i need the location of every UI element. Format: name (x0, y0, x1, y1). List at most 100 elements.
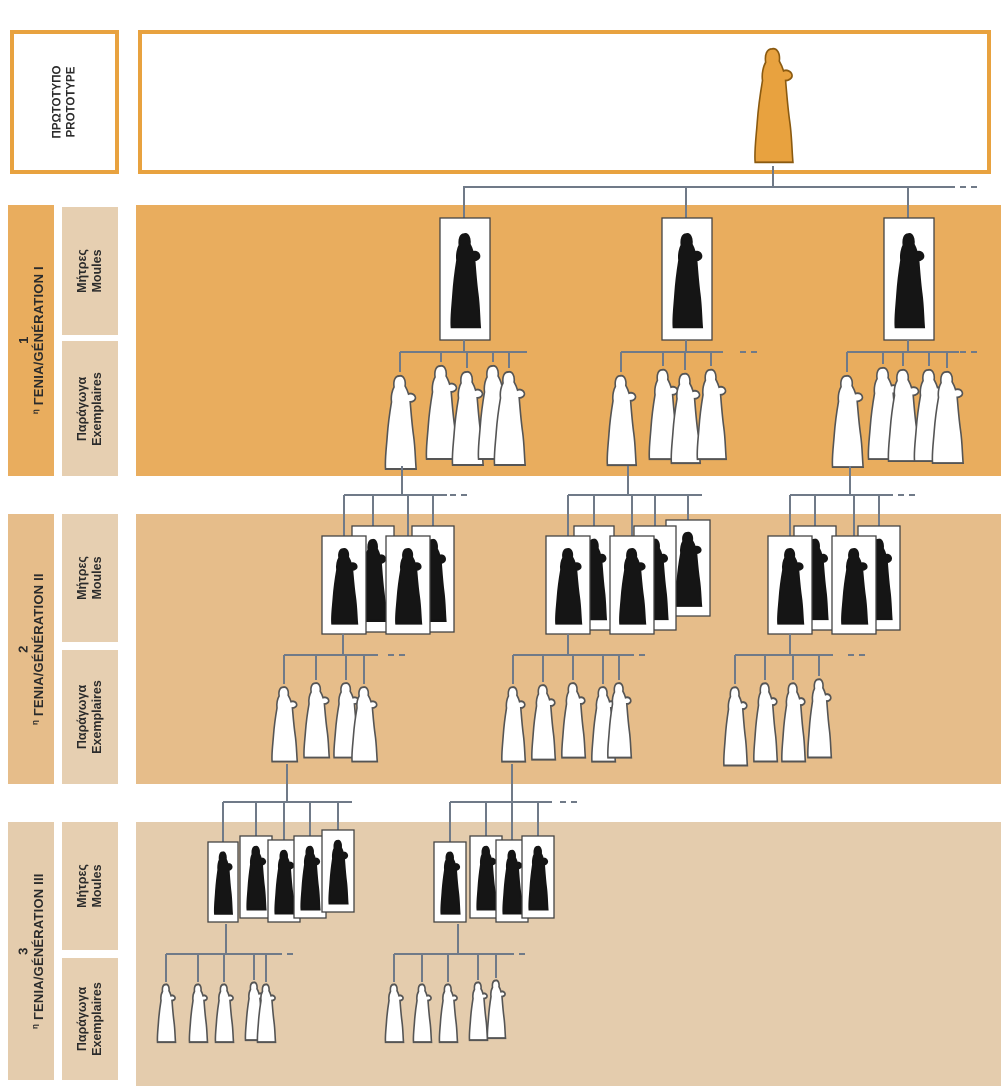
statuette-silhouette-icon (438, 983, 459, 1044)
generation-1-title-bar (8, 205, 54, 476)
mould-silhouette-icon (331, 548, 359, 625)
prototype-label-greek: ΠΡΩΤΟΤΥΠΟ (51, 65, 64, 138)
statuette-silhouette-icon (256, 983, 277, 1044)
statuette-silhouette-icon-shape (412, 983, 433, 1044)
statuette-silhouette-icon-shape (606, 374, 638, 467)
mould-silhouette-icon (841, 548, 869, 625)
mould-silhouette-icon (894, 233, 926, 329)
prototype-label: ΠΡΩΤΟΤΥΠΟ PROTOTYPE (10, 30, 119, 173)
statuette-silhouette-icon (188, 983, 209, 1044)
generation-1-moulds-box (62, 207, 118, 335)
statuette-silhouette-icon-shape (752, 682, 779, 763)
prototype-label-english: PROTOTYPE (65, 66, 78, 137)
statuette-silhouette-icon-shape (351, 686, 379, 763)
mould-silhouette-icon-shape (450, 233, 482, 329)
statuette-silhouette-icon-shape (831, 374, 865, 468)
statuette-silhouette-icon-shape (156, 983, 177, 1044)
mould-silhouette-icon (619, 548, 647, 625)
mould-silhouette-icon-shape (213, 851, 234, 915)
statuette-silhouette-icon (606, 374, 638, 467)
mould-silhouette-icon-shape (528, 845, 549, 911)
statuette-silhouette-icon (486, 979, 507, 1040)
statuette-silhouette-icon-shape (384, 374, 418, 470)
statuette-silhouette-icon (156, 983, 177, 1044)
mould-silhouette-icon-shape (328, 839, 349, 905)
mould-silhouette-icon (555, 548, 583, 625)
mould-silhouette-icon (274, 849, 295, 915)
generation-3-copies-box (62, 958, 118, 1080)
statuette-silhouette-icon (752, 682, 779, 763)
mould-silhouette-icon-shape (246, 845, 267, 911)
mould-silhouette-icon-shape (675, 531, 703, 607)
statuette-silhouette-icon-shape (931, 370, 965, 464)
statuette-silhouette-icon-shape (271, 686, 299, 763)
generation-3-moulds-box (62, 822, 118, 950)
mould-silhouette-icon (675, 531, 703, 607)
mould-silhouette-icon-shape (894, 233, 926, 329)
statuette-silhouette-icon (303, 682, 331, 759)
mould-silhouette-icon-shape (619, 548, 647, 625)
statuette-silhouette-icon (351, 686, 379, 763)
statuette-silhouette-icon-shape (384, 983, 405, 1044)
statuette-silhouette-icon (722, 686, 749, 767)
statuette-silhouette-icon-shape (493, 370, 527, 466)
mould-silhouette-icon (440, 851, 461, 915)
statuette-silhouette-icon (468, 981, 489, 1042)
generation-3-title-bar (8, 822, 54, 1080)
mould-silhouette-icon (777, 548, 805, 625)
statuette-silhouette-icon (696, 368, 728, 461)
statuette-silhouette-icon (530, 684, 557, 761)
statuette-silhouette-icon-shape (303, 682, 331, 759)
mould-silhouette-icon-shape (777, 548, 805, 625)
statuette-silhouette-icon (560, 682, 587, 759)
statuette-silhouette-icon-shape (500, 686, 527, 763)
statuette-silhouette-icon-shape (606, 682, 633, 759)
statuette-silhouette-icon-shape (468, 981, 489, 1042)
statuette-silhouette-icon-shape (722, 686, 749, 767)
statuette-silhouette-icon (384, 983, 405, 1044)
statuette-silhouette-icon (670, 372, 702, 465)
statuette-silhouette-icon (493, 370, 527, 466)
mould-silhouette-icon (476, 845, 497, 911)
statuette-silhouette-icon (271, 686, 299, 763)
statuette-silhouette-icon-shape (188, 983, 209, 1044)
mould-silhouette-icon (246, 845, 267, 911)
generation-2-moulds-box (62, 514, 118, 642)
statuette-silhouette-icon-shape (530, 684, 557, 761)
statuette-silhouette-icon (500, 686, 527, 763)
generation-2-copies-box (62, 650, 118, 784)
mould-silhouette-icon (213, 851, 234, 915)
mould-silhouette-icon-shape (476, 845, 497, 911)
mould-silhouette-icon-shape (555, 548, 583, 625)
statuette-silhouette-icon (831, 374, 865, 468)
mould-silhouette-icon-shape (502, 849, 523, 915)
statuette-silhouette-icon (606, 682, 633, 759)
mould-silhouette-icon-shape (331, 548, 359, 625)
statuette-silhouette-icon-shape (806, 678, 833, 759)
statuette-silhouette-icon-shape (780, 682, 807, 763)
statuette-silhouette-icon-shape (696, 368, 728, 461)
statuette-silhouette-icon-shape (486, 979, 507, 1040)
prototype-statue-icon (754, 47, 794, 164)
mould-silhouette-icon-shape (440, 851, 461, 915)
mould-silhouette-icon-shape (841, 548, 869, 625)
statuette-silhouette-icon-shape (438, 983, 459, 1044)
prototype-label-box (10, 30, 119, 174)
statuette-silhouette-icon-shape (256, 983, 277, 1044)
mould-silhouette-icon (672, 233, 704, 329)
statuette-silhouette-icon (931, 370, 965, 464)
mould-silhouette-icon-shape (274, 849, 295, 915)
statuette-silhouette-icon (214, 983, 235, 1044)
mould-silhouette-icon-shape (300, 845, 321, 911)
